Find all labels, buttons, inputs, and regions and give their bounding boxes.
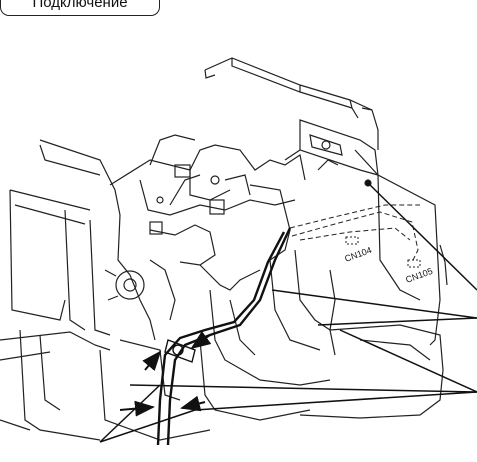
connector-cn104: CN104 (343, 236, 373, 264)
control-box (284, 119, 448, 346)
cable-clamp (164, 339, 196, 363)
front-panel (0, 139, 121, 441)
leader-lines (99, 182, 477, 443)
section-title: Подключение (32, 0, 128, 11)
dashed-wiring (289, 204, 420, 263)
top-cover (204, 57, 379, 150)
connector-cn104-label: CN104 (343, 245, 373, 264)
connector-cn105: CN105 (404, 259, 434, 285)
connector-cn105-label: CN105 (404, 266, 434, 285)
section-title-tab: Подключение (0, 0, 160, 16)
fan-motor (104, 269, 145, 301)
arrows (119, 330, 212, 417)
chassis (99, 134, 444, 441)
